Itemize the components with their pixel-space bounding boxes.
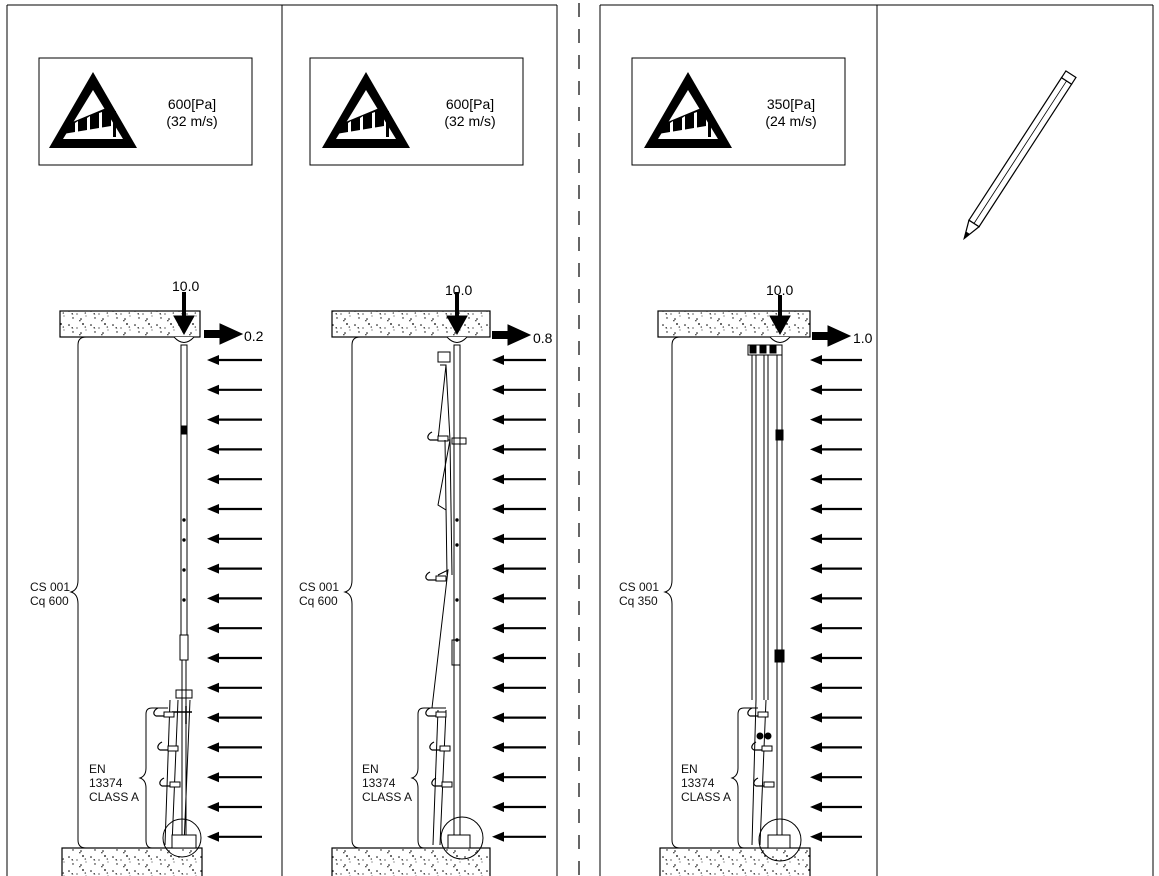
vertical-load-value: 10.0: [445, 282, 473, 298]
wind-arrow-head: [492, 712, 504, 723]
wind-arrow-head: [492, 504, 504, 514]
prop-panel-2: [425, 336, 484, 860]
wind-box-panel-3: [631, 57, 846, 166]
wind-arrow-head: [810, 444, 822, 455]
wind-arrow-head: [207, 414, 219, 425]
dimension-braces: [69, 336, 776, 849]
wind-arrow-head: [207, 384, 219, 395]
wind-pressure-arrows: [207, 355, 862, 842]
horizontal-load-value: 0.2: [244, 328, 264, 344]
wind-arrow-head: [810, 742, 822, 753]
system-label: CS 001: [30, 580, 71, 594]
horizontal-load-value: 1.0: [853, 330, 873, 346]
wind-arrow-head: [492, 682, 504, 693]
wind-arrow-head: [810, 414, 822, 425]
wind-arrow-head: [207, 653, 219, 663]
prop-panel-3: [747, 336, 802, 862]
wind-arrow-head: [810, 474, 822, 485]
wind-arrow-head: [492, 802, 504, 812]
wind-arrow-head: [207, 563, 219, 574]
system-label: CS 001: [299, 580, 340, 594]
standard-number-label: 13374: [362, 776, 396, 790]
wind-arrow-head: [810, 593, 822, 604]
wind-arrow-head: [492, 563, 504, 574]
load-arrows: [173, 292, 852, 347]
system-label: CS 001: [619, 580, 660, 594]
wind-arrow-head: [207, 742, 219, 753]
wind-arrow-head: [810, 384, 822, 395]
wind-arrow-head: [207, 712, 219, 723]
horizontal-load-value: 0.8: [533, 330, 553, 346]
standard-class-label: CLASS A: [362, 790, 413, 804]
wind-arrow-head: [207, 593, 219, 604]
wind-arrow-head: [492, 772, 504, 783]
wind-arrow-head: [810, 355, 822, 365]
wind-arrow-head: [492, 384, 504, 395]
wind-arrow-head: [207, 623, 219, 634]
system-class-label: Cq 350: [619, 594, 658, 608]
wind-arrow-head: [492, 414, 504, 425]
wind-arrow-head: [207, 682, 219, 693]
system-class-label: Cq 600: [30, 594, 69, 608]
wind-arrow-head: [810, 623, 822, 634]
wind-arrow-head: [207, 772, 219, 783]
wind-pressure-value: 350[Pa]: [766, 96, 816, 112]
standard-class-label: CLASS A: [681, 790, 732, 804]
wind-arrow-head: [492, 831, 504, 842]
wind-arrow-head: [810, 504, 822, 514]
wind-box-panel-2: [309, 57, 524, 166]
standard-label: EN: [681, 762, 698, 776]
wind-arrow-head: [810, 772, 822, 783]
wind-arrow-head: [492, 623, 504, 634]
standard-class-label: CLASS A: [89, 790, 140, 804]
wind-arrow-head: [810, 563, 822, 574]
wind-speed-value: (24 m/s): [765, 113, 817, 129]
panel-frames: [6, 4, 1154, 876]
wind-arrow-head: [492, 444, 504, 455]
wind-arrow-head: [810, 682, 822, 693]
standard-label: EN: [362, 762, 379, 776]
wind-arrow-head: [207, 533, 219, 544]
wind-arrow-head: [207, 831, 219, 842]
pencil-icon: [963, 70, 1077, 241]
system-class-label: Cq 600: [299, 594, 338, 608]
wind-arrow-head: [810, 533, 822, 544]
wind-arrow-head: [810, 712, 822, 723]
wind-speed-value: (32 m/s): [166, 113, 218, 129]
wind-arrow-head: [207, 802, 219, 812]
wind-box-panel-1: [38, 57, 253, 166]
wind-arrow-head: [207, 444, 219, 455]
wind-arrow-head: [492, 742, 504, 753]
wind-arrow-head: [492, 593, 504, 604]
wind-arrow-head: [810, 653, 822, 663]
prop-panel-1: [153, 336, 202, 858]
wind-speed-value: (32 m/s): [444, 113, 496, 129]
vertical-load-value: 10.0: [172, 278, 200, 294]
wind-arrow-head: [207, 355, 219, 365]
wind-arrow-head: [810, 831, 822, 842]
wind-arrow-head: [492, 533, 504, 544]
wind-pressure-value: 600[Pa]: [445, 96, 495, 112]
standard-label: EN: [89, 762, 106, 776]
wind-arrow-head: [492, 653, 504, 663]
wind-arrow-head: [207, 504, 219, 514]
wind-arrow-head: [207, 474, 219, 485]
wind-arrow-head: [492, 474, 504, 485]
standard-number-label: 13374: [89, 776, 123, 790]
wind-arrow-head: [810, 802, 822, 812]
wind-arrow-head: [492, 355, 504, 365]
wind-pressure-value: 600[Pa]: [167, 96, 217, 112]
standard-number-label: 13374: [681, 776, 715, 790]
vertical-load-value: 10.0: [766, 282, 794, 298]
